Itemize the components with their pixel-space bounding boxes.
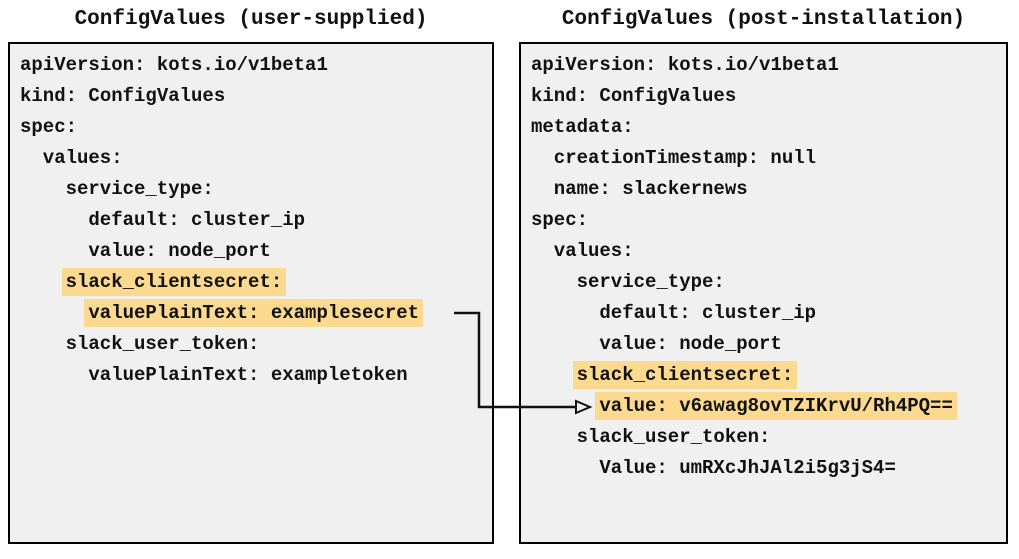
code-text: default: cluster_ip [88,209,306,231]
code-text: slack_user_token: [65,333,260,355]
code-text: values: [42,147,123,169]
code-line: metadata: [531,112,1006,143]
highlighted-code-text: valuePlainText: examplesecret [84,299,424,327]
code-text: values: [553,240,634,262]
code-line-highlighted: slack_clientsecret: [531,360,1006,391]
code-text: apiVersion: kots.io/v1beta1 [20,54,328,76]
code-text: slack_user_token: [576,426,771,448]
code-text: kind: ConfigValues [20,85,226,107]
code-text: spec: [531,209,589,231]
code-line: default: cluster_ip [531,298,1006,329]
code-text: metadata: [531,116,634,138]
code-text: name: slackernews [553,178,748,200]
code-text: value: node_port [88,240,271,262]
code-line: apiVersion: kots.io/v1beta1 [20,50,492,81]
highlighted-code-text: value: v6awag8ovTZIKrvU/Rh4PQ== [595,392,957,420]
code-text: kind: ConfigValues [531,85,737,107]
code-line-highlighted: value: v6awag8ovTZIKrvU/Rh4PQ== [531,391,1006,422]
code-line-highlighted: slack_clientsecret: [20,267,492,298]
code-line: Value: umRXcJhJAl2i5g3jS4= [531,453,1006,484]
code-line: values: [531,236,1006,267]
code-line: slack_user_token: [20,329,492,360]
code-line: creationTimestamp: null [531,143,1006,174]
left-panel-title: ConfigValues (user-supplied) [74,8,428,31]
code-text: default: cluster_ip [599,302,817,324]
code-text: Value: umRXcJhJAl2i5g3jS4= [599,457,896,479]
highlighted-code-text: slack_clientsecret: [61,268,287,296]
code-text: apiVersion: kots.io/v1beta1 [531,54,839,76]
code-line: valuePlainText: exampletoken [20,360,492,391]
code-line: spec: [20,112,492,143]
code-text: valuePlainText: exampletoken [88,364,408,386]
highlighted-code-text: slack_clientsecret: [572,361,798,389]
code-line: values: [20,143,492,174]
code-text: service_type: [65,178,214,200]
code-line: default: cluster_ip [20,205,492,236]
code-text: creationTimestamp: null [553,147,817,169]
code-line: service_type: [531,267,1006,298]
code-line: value: node_port [20,236,492,267]
code-line: value: node_port [531,329,1006,360]
code-line: spec: [531,205,1006,236]
code-line-highlighted: valuePlainText: examplesecret [20,298,492,329]
code-text: service_type: [576,271,725,293]
code-line: apiVersion: kots.io/v1beta1 [531,50,1006,81]
code-line: service_type: [20,174,492,205]
right-panel-title: ConfigValues (post-installation) [561,8,966,31]
code-line: name: slackernews [531,174,1006,205]
code-text: value: node_port [599,333,782,355]
code-line: kind: ConfigValues [531,81,1006,112]
code-text: spec: [20,116,78,138]
left-config-panel: apiVersion: kots.io/v1beta1 kind: Config… [8,42,494,544]
code-line: slack_user_token: [531,422,1006,453]
code-line: kind: ConfigValues [20,81,492,112]
right-config-panel: apiVersion: kots.io/v1beta1 kind: Config… [519,42,1008,544]
